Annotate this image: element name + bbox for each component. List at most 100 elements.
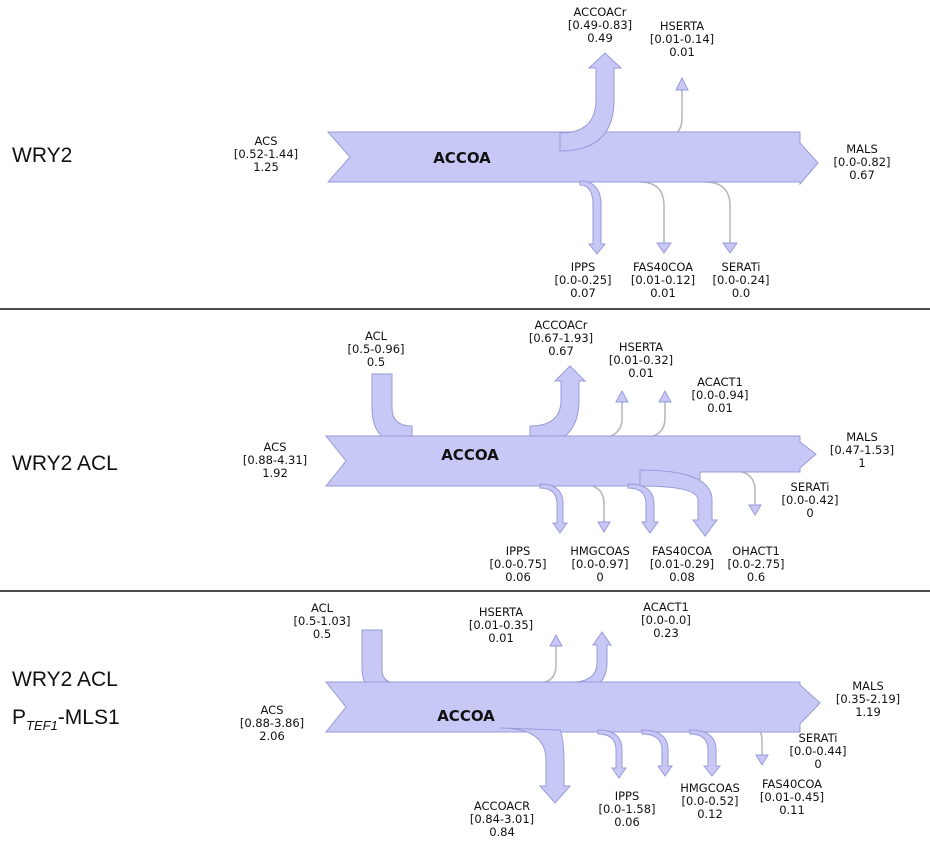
flux-value: 0 bbox=[814, 757, 821, 771]
flux-name: ACCOACr bbox=[574, 5, 627, 19]
flux-name: IPPS bbox=[506, 544, 531, 558]
strain-label: WRY2 bbox=[12, 144, 72, 167]
flux-range: [0.0-0.94] bbox=[691, 388, 748, 402]
flux-range: [0.0-0.52] bbox=[681, 794, 738, 808]
branch-hmgcoas-1 bbox=[641, 729, 673, 777]
node-label-accoa: ACCOA bbox=[433, 149, 491, 167]
flux-value: 0.01 bbox=[650, 286, 676, 300]
flux-range: [0.0-0.44] bbox=[789, 744, 846, 758]
flux-name: FAS40COA bbox=[633, 260, 693, 274]
flux-value: 1.19 bbox=[855, 705, 881, 719]
flux-value: 0.12 bbox=[697, 807, 723, 821]
flux-range: [0.01-0.45] bbox=[760, 790, 824, 804]
flux-range: [0.0-0.25] bbox=[554, 273, 611, 287]
strain-promoter-subscript: TEF1 bbox=[26, 718, 58, 733]
strain-label-line1: WRY2 ACL bbox=[12, 668, 118, 691]
flux-value: 1.92 bbox=[262, 466, 288, 480]
flux-value: 2.06 bbox=[259, 729, 285, 743]
flux-line-acact1 bbox=[639, 398, 666, 439]
flux-label-fas40coa: FAS40COA [0.01-0.12] 0.01 bbox=[631, 260, 695, 300]
flux-name: SERATi bbox=[799, 731, 838, 745]
flux-range: [0.5-0.96] bbox=[347, 342, 404, 356]
flux-label-ipps: IPPS [0.0-1.58] 0.06 bbox=[598, 789, 655, 829]
main-flux-band bbox=[326, 131, 819, 186]
flux-name: IPPS bbox=[615, 789, 640, 803]
main-flux-band bbox=[324, 435, 817, 487]
flux-range: [0.67-1.93] bbox=[529, 331, 593, 345]
flux-name: ACCOACR bbox=[474, 799, 530, 813]
branch-ohact1 bbox=[639, 469, 718, 537]
flux-label-serati: SERATi [0.0-0.24] 0.0 bbox=[712, 260, 769, 300]
flux-name: IPPS bbox=[571, 260, 596, 274]
arrowhead-fas40coa bbox=[656, 242, 672, 254]
flux-name: ACS bbox=[261, 703, 284, 717]
branch-ipps bbox=[539, 483, 568, 534]
flux-name: ACACT1 bbox=[643, 600, 689, 614]
panel-wry2-acl: ACCOA WRY2 ACL ACL [0.5-0.96] 0.5 ACCOAC… bbox=[12, 318, 894, 584]
flux-label-fas40coa: FAS40COA [0.01-0.45] 0.11 bbox=[760, 777, 824, 817]
flux-line-hserta bbox=[597, 398, 623, 439]
flux-range: [0.84-3.01] bbox=[470, 812, 534, 826]
flux-label-ipps: IPPS [0.0-0.25] 0.07 bbox=[554, 260, 611, 300]
strain-label: WRY2 ACL bbox=[12, 452, 118, 475]
flux-line-hmgcoas bbox=[579, 483, 605, 524]
arrowhead-serati bbox=[722, 242, 738, 254]
flux-name: HSERTA bbox=[619, 340, 663, 354]
flux-value: 0.5 bbox=[367, 355, 385, 369]
flux-label-mals: MALS [0.0-0.82] 0.67 bbox=[833, 142, 890, 182]
flux-name: MALS bbox=[852, 679, 884, 693]
flux-range: [0.5-1.03] bbox=[293, 614, 350, 628]
branch-ipps bbox=[597, 729, 627, 779]
flux-value: 0.01 bbox=[488, 631, 514, 645]
flux-value: 0.07 bbox=[570, 286, 596, 300]
flux-name: HSERTA bbox=[479, 605, 523, 619]
flux-line-hserta bbox=[654, 82, 683, 141]
branch-accoacr bbox=[499, 727, 572, 804]
flux-range: [0.88-4.31] bbox=[243, 453, 307, 467]
arrowhead-serati bbox=[755, 754, 769, 766]
flux-value: 0.23 bbox=[653, 626, 679, 640]
flux-range: [0.01-0.14] bbox=[650, 32, 714, 46]
flux-label-acact1: ACACT1 [0.0-0.94] 0.01 bbox=[691, 375, 748, 415]
flux-name: MALS bbox=[846, 142, 878, 156]
flux-label-accoacr: ACCOACR [0.84-3.01] 0.84 bbox=[470, 799, 534, 839]
flux-value: 0.0 bbox=[732, 286, 750, 300]
flux-range: [0.0-0.97] bbox=[571, 557, 628, 571]
flux-label-acl: ACL [0.5-0.96] 0.5 bbox=[347, 329, 404, 369]
flux-name: OHACT1 bbox=[732, 544, 780, 558]
flux-range: [0.52-1.44] bbox=[234, 147, 298, 161]
flux-value: 0.84 bbox=[489, 825, 515, 839]
flux-name: ACL bbox=[365, 329, 388, 343]
branch-fas40coa bbox=[627, 483, 659, 534]
flux-value: 0.01 bbox=[628, 366, 654, 380]
strain-label-line2: PTEF1-MLS1 bbox=[12, 706, 120, 733]
flux-range: [0.0-2.75] bbox=[727, 557, 784, 571]
flux-name: FAS40COA bbox=[762, 777, 822, 791]
flux-line-fas40coa bbox=[639, 181, 665, 246]
arrowhead-hserta bbox=[549, 633, 563, 647]
flux-name: SERATi bbox=[791, 480, 830, 494]
arrowhead-hserta bbox=[675, 76, 689, 91]
strain-promoter-p: P bbox=[12, 706, 26, 729]
flux-range: [0.47-1.53] bbox=[830, 443, 894, 457]
flux-value: 0.49 bbox=[587, 31, 613, 45]
flux-value: 0.01 bbox=[669, 45, 695, 59]
flux-range: [0.0-0.24] bbox=[712, 273, 769, 287]
flux-value: 0 bbox=[806, 506, 813, 520]
flux-label-serati: SERATi [0.0-0.42] 0 bbox=[781, 480, 838, 520]
flux-value: 0.01 bbox=[707, 401, 733, 415]
panel-wry2: ACCOA WRY2 ACS [0.52-1.44] 1.25 ACCOACr … bbox=[12, 5, 891, 300]
flux-label-acl: ACL [0.5-1.03] 0.5 bbox=[293, 601, 350, 641]
flux-label-acs: ACS [0.88-3.86] 2.06 bbox=[240, 703, 304, 743]
flux-label-hmgcoas: HMGCOAS [0.0-0.52] 0.12 bbox=[680, 781, 740, 821]
main-flux-band bbox=[324, 681, 821, 733]
flux-label-acs: ACS [0.88-4.31] 1.92 bbox=[243, 440, 307, 480]
panel-wry2-acl-ptef1-mls1: ACCOA WRY2 ACL PTEF1-MLS1 ACL [0.5-1.03]… bbox=[12, 600, 900, 839]
flux-name: ACCOACr bbox=[535, 318, 588, 332]
flux-label-hserta: HSERTA [0.01-0.32] 0.01 bbox=[609, 340, 673, 380]
flux-label-mals: MALS [0.47-1.53] 1 bbox=[830, 430, 894, 470]
flux-label-hserta: HSERTA [0.01-0.35] 0.01 bbox=[469, 605, 533, 645]
flux-value: 0.06 bbox=[614, 815, 640, 829]
flux-range: [0.0-0.75] bbox=[489, 557, 546, 571]
flux-label-acact1: ACACT1 [0.0-0.0] 0.23 bbox=[641, 600, 691, 640]
